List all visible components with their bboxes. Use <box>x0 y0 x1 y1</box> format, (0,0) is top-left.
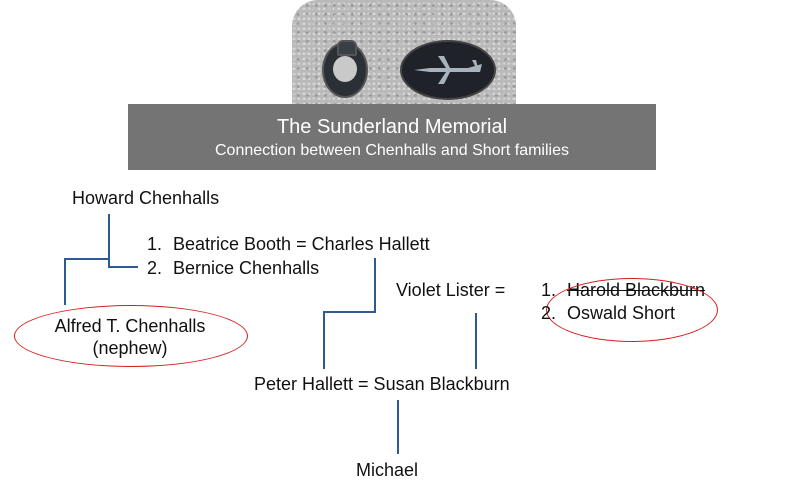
wife-1-name: Beatrice Booth = Charles Hallett <box>173 234 430 254</box>
person-michael: Michael <box>356 460 419 480</box>
couple-peter-susan: Peter Hallett = Susan Blackburn <box>254 374 510 394</box>
husband-1-number: 1. <box>541 280 557 300</box>
highlight-oval-alfred <box>14 305 248 367</box>
connector-to-peter <box>323 311 325 369</box>
connector-hallett-down <box>374 258 376 312</box>
wife-2-name: Bernice Chenhalls <box>173 258 320 278</box>
husband-2-name: Oswald Short <box>567 303 676 323</box>
wife-1-entry: 1. Beatrice Booth = Charles Hallett <box>147 233 430 255</box>
person-violet: Violet Lister = <box>396 280 506 300</box>
banner-title: The Sunderland Memorial <box>276 116 508 138</box>
highlight-oval-oswald <box>546 278 718 342</box>
connector-howard-down <box>108 214 110 267</box>
connector-to-susan <box>475 313 477 369</box>
husband-2-number: 2. <box>541 303 557 323</box>
wife-1-number: 1. <box>147 234 163 254</box>
person-alfred-name: Alfred T. Chenhalls <box>54 316 206 336</box>
raf-crest-icon <box>322 40 368 98</box>
wife-2-number: 2. <box>147 258 163 278</box>
wife-2-entry: 2. Bernice Chenhalls <box>147 257 319 279</box>
sunderland-aircraft-icon <box>400 40 496 100</box>
banner-subtitle: Connection between Chenhalls and Short f… <box>215 142 569 159</box>
person-alfred-note: (nephew) <box>92 338 168 358</box>
husband-2-entry: 2. Oswald Short <box>541 302 675 324</box>
title-banner: The Sunderland Memorial Connection betwe… <box>128 104 656 170</box>
connector-to-wife-2 <box>108 266 138 268</box>
connector-to-alfred-vertical <box>64 258 66 305</box>
connector-hallett-horizontal <box>323 311 376 313</box>
person-howard: Howard Chenhalls <box>72 188 220 208</box>
connector-to-michael <box>397 400 399 454</box>
connector-to-alfred-horizontal <box>64 258 110 260</box>
